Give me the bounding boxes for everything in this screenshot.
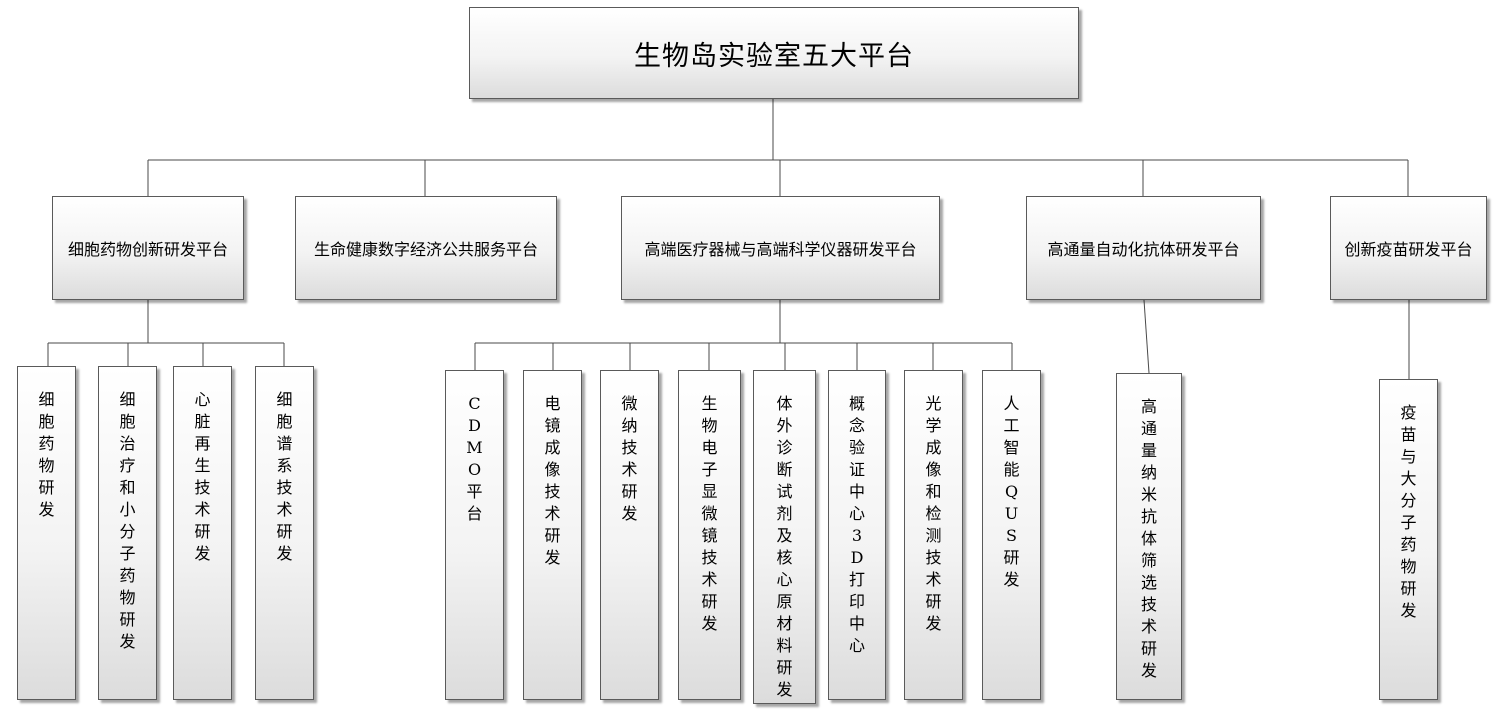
sub-box: 生物电子显微镜技术研发 bbox=[678, 370, 741, 700]
platform-digital-health-box: 生命健康数字经济公共服务平台 bbox=[295, 196, 557, 300]
platform-medical-devices-box: 高端医疗器械与高端科学仪器研发平台 bbox=[621, 196, 940, 300]
platform-vaccine-label: 创新疫苗研发平台 bbox=[1344, 240, 1473, 259]
platform-cell-drug-box: 细胞药物创新研发平台 bbox=[52, 196, 244, 300]
sub-label: 微纳技术研发 bbox=[621, 394, 638, 523]
platform-digital-health-label: 生命健康数字经济公共服务平台 bbox=[313, 240, 538, 259]
sub-label: 疫苗与大分子药物研发 bbox=[1400, 403, 1417, 620]
sub-box: 电镜成像技术研发 bbox=[523, 370, 582, 700]
sub-label: 心脏再生技术研发 bbox=[194, 390, 211, 563]
sub-label: 概念验证中心 3D打印中心 bbox=[848, 394, 871, 655]
sub-box: 心脏再生技术研发 bbox=[173, 366, 232, 700]
sub-label: 体外诊断试剂及核心原材料研发 bbox=[776, 394, 793, 699]
sub-label: 人工智能QUS研发 bbox=[1003, 394, 1020, 589]
sub-label: 细胞药物研发 bbox=[38, 390, 55, 519]
platform-cell-drug-label: 细胞药物创新研发平台 bbox=[67, 240, 228, 259]
sub-box: 概念验证中心 3D打印中心 bbox=[828, 370, 886, 700]
platform-antibody-label: 高通量自动化抗体研发平台 bbox=[1047, 240, 1240, 259]
root-title-box: 生物岛实验室五大平台 bbox=[469, 7, 1079, 99]
sub-label: 光学成像和检测技术研发 bbox=[925, 394, 942, 633]
sub-label: 电镜成像技术研发 bbox=[544, 394, 561, 567]
sub-box: 光学成像和检测技术研发 bbox=[904, 370, 963, 700]
sub-box: 细胞治疗和小分子药物研发 bbox=[98, 366, 157, 700]
sub-box: 微纳技术研发 bbox=[600, 370, 659, 700]
root-title: 生物岛实验室五大平台 bbox=[634, 40, 914, 72]
sub-box: 细胞药物研发 bbox=[17, 366, 76, 700]
sub-label: 生物电子显微镜技术研发 bbox=[701, 394, 718, 633]
platform-vaccine-box: 创新疫苗研发平台 bbox=[1330, 196, 1487, 300]
sub-label: 高通量纳米抗体筛选技术研发 bbox=[1140, 397, 1157, 680]
sub-box: 细胞谱系技术研发 bbox=[255, 366, 314, 700]
sub-box: 疫苗与大分子药物研发 bbox=[1379, 379, 1438, 700]
sub-label: 细胞谱系技术研发 bbox=[276, 390, 293, 563]
sub-box: 高通量纳米抗体筛选技术研发 bbox=[1116, 373, 1182, 700]
platform-medical-devices-label: 高端医疗器械与高端科学仪器研发平台 bbox=[644, 240, 917, 259]
sub-label: 细胞治疗和小分子药物研发 bbox=[119, 390, 136, 651]
sub-label: CDMO平台 bbox=[466, 394, 483, 523]
sub-box: 体外诊断试剂及核心原材料研发 bbox=[753, 370, 816, 704]
sub-box: CDMO平台 bbox=[445, 370, 504, 700]
sub-box: 人工智能QUS研发 bbox=[982, 370, 1041, 700]
platform-antibody-box: 高通量自动化抗体研发平台 bbox=[1026, 196, 1261, 300]
